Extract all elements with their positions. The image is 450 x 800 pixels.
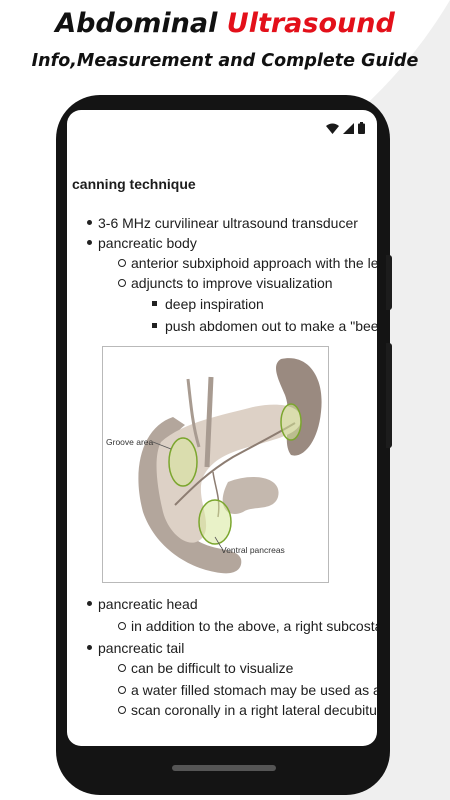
technique-list: 3-6 MHz curvilinear ultrasound transduce… bbox=[72, 213, 377, 253]
status-bar bbox=[326, 122, 365, 134]
sub-list: can be difficult to visualize a water fi… bbox=[72, 658, 377, 720]
pancreas-diagram bbox=[138, 358, 322, 574]
pancreas-illustration: Groove area Ventral pancreas bbox=[102, 346, 329, 583]
promo-title-accent: Ultrasound bbox=[226, 8, 395, 39]
list-item: pancreatic head bbox=[72, 594, 377, 614]
volume-button bbox=[386, 343, 392, 448]
power-button bbox=[386, 255, 392, 310]
list-item: adjuncts to improve visualization bbox=[72, 273, 377, 293]
technique-list-continued: pancreatic tail bbox=[72, 638, 377, 658]
label-ventral-pancreas: Ventral pancreas bbox=[221, 545, 285, 555]
list-item: push abdomen out to make a "beer bbox=[72, 316, 377, 336]
sub-list: anterior subxiphoid approach with the le… bbox=[72, 253, 377, 293]
list-item: pancreatic tail bbox=[72, 638, 377, 658]
label-groove-area: Groove area bbox=[106, 437, 154, 447]
battery-icon bbox=[358, 122, 365, 134]
sub-sub-list: deep inspiration push abdomen out to mak… bbox=[72, 294, 377, 336]
list-item: can be difficult to visualize bbox=[72, 658, 377, 678]
wifi-icon bbox=[326, 123, 339, 134]
list-item: in addition to the above, a right subcos… bbox=[72, 616, 377, 636]
signal-icon bbox=[343, 122, 354, 134]
sub-list: in addition to the above, a right subcos… bbox=[72, 616, 377, 636]
section-heading: canning technique bbox=[72, 176, 196, 192]
home-indicator[interactable] bbox=[172, 765, 276, 771]
list-item: anterior subxiphoid approach with the le… bbox=[72, 253, 377, 273]
promo-title: Abdominal Ultrasound bbox=[0, 8, 450, 39]
list-item: deep inspiration bbox=[72, 294, 377, 314]
list-item: a water filled stomach may be used as a bbox=[72, 680, 377, 700]
article-content[interactable]: canning technique 3-6 MHz curvilinear ul… bbox=[72, 176, 377, 746]
promo-title-plain: Abdominal bbox=[55, 8, 227, 39]
technique-list-continued: pancreatic head bbox=[72, 594, 377, 614]
list-item: scan coronally in a right lateral decubi… bbox=[72, 700, 377, 720]
phone-screen: canning technique 3-6 MHz curvilinear ul… bbox=[67, 110, 377, 746]
list-item: 3-6 MHz curvilinear ultrasound transduce… bbox=[72, 213, 377, 233]
list-item: pancreatic body bbox=[72, 233, 377, 253]
promo-subtitle: Info,Measurement and Complete Guide bbox=[31, 51, 419, 71]
